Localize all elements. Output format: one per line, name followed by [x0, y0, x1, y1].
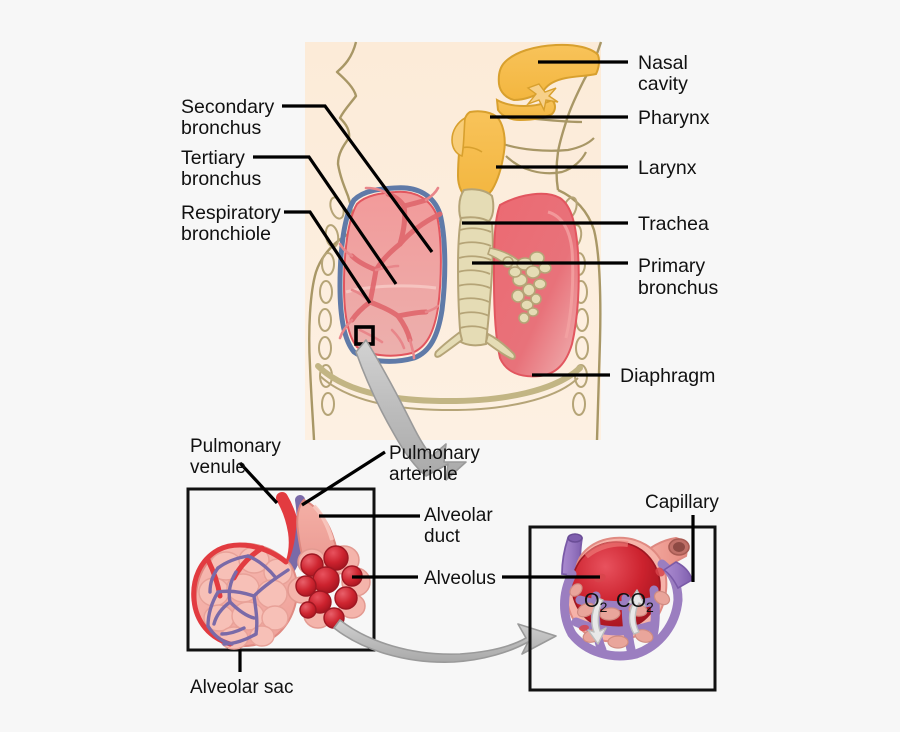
label-secondary-bronchus-line2: bronchus [181, 117, 261, 139]
label-tertiary-bronchus-line2: bronchus [181, 168, 261, 190]
label-alveolar-sac: Alveolar sac [190, 677, 294, 698]
alveolar-inset-frame [186, 487, 376, 652]
alveolar-sac-illustration [191, 492, 371, 650]
label-alveolar-duct-line2: duct [424, 526, 461, 547]
leader-lines-left [253, 104, 434, 304]
label-pharynx: Pharynx [638, 107, 710, 129]
label-carbon-dioxide: CO2 [616, 590, 654, 615]
gas-exchange-illustration [560, 533, 693, 661]
diaphragm [315, 363, 583, 405]
label-respiratory-bronchiole-line2: bronchiole [181, 223, 271, 245]
primary-bronchi [434, 330, 516, 360]
diaphragm-inner-line [319, 375, 579, 412]
lung-right-solid [487, 192, 580, 378]
label-diaphragm: Diaphragm [620, 365, 715, 387]
label-larynx: Larynx [638, 157, 697, 179]
bronchial-tree-left [349, 191, 443, 343]
leader-respiratory-bronchiole [284, 210, 372, 304]
nasal-cavity-structure [451, 43, 601, 226]
label-trachea: Trachea [638, 213, 709, 235]
gas-exchange-inset-frame [528, 525, 717, 692]
magnify-arrow-to-alveolar-inset [355, 339, 467, 481]
label-tertiary-bronchus-line1: Tertiary [181, 147, 245, 169]
leader-tertiary-bronchus [253, 155, 398, 285]
alveoli-cluster [287, 545, 371, 629]
label-capillary: Capillary [645, 492, 719, 513]
label-secondary-bronchus-line1: Secondary [181, 96, 274, 118]
leader-lines-right [462, 60, 628, 377]
label-alveolus: Alveolus [424, 568, 496, 589]
label-pulmonary-arteriole-line1: Pulmonary [389, 443, 480, 464]
leader-secondary-bronchus [282, 104, 434, 253]
magnify-arrow-to-gas-exchange [333, 619, 557, 663]
label-pulmonary-venule-line2: venule [190, 457, 246, 478]
leader-lines-insets [238, 450, 695, 672]
label-nasal-cavity-line2: cavity [638, 73, 688, 95]
trachea-structure [456, 216, 494, 347]
label-oxygen: O2 [584, 590, 608, 615]
label-pulmonary-venule-line1: Pulmonary [190, 436, 281, 457]
label-primary-bronchus-line2: bronchus [638, 277, 718, 299]
label-alveolar-duct-line1: Alveolar [424, 505, 493, 526]
bronchial-tree-right [487, 247, 552, 324]
label-respiratory-bronchiole-line1: Respiratory [181, 202, 281, 224]
leader-pulmonary-venule [238, 461, 279, 505]
torso-outline [308, 188, 602, 441]
leader-pulmonary-arteriole [301, 450, 386, 507]
label-nasal-cavity-line1: Nasal [638, 52, 688, 74]
label-primary-bronchus-line1: Primary [638, 255, 705, 277]
label-pulmonary-arteriole-line2: arteriole [389, 464, 458, 485]
